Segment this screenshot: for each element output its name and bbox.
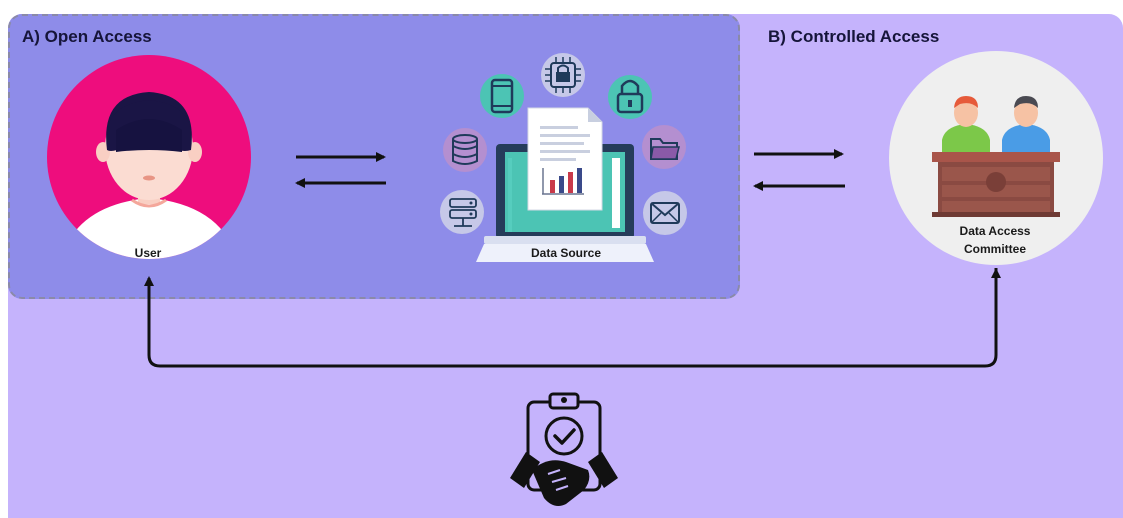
committee-panel-icon [889, 51, 1103, 265]
committee-label: Data Access Committee [930, 222, 1060, 258]
laptop-document-icon [476, 107, 654, 262]
folder-icon [642, 125, 686, 169]
committee-label-line1: Data Access [959, 224, 1031, 238]
padlock-icon [608, 75, 652, 119]
feedback-loop-arrow [144, 268, 998, 368]
user-avatar-icon [47, 55, 251, 259]
agreement-handshake-icon [510, 392, 618, 506]
user-label: User [134, 246, 162, 260]
committee-label-line2: Committee [963, 242, 1026, 256]
database-icon [443, 128, 487, 172]
server-icon [440, 190, 484, 234]
secure-chip-icon [541, 53, 585, 97]
data-source-label: Data Source [530, 246, 602, 260]
controlled-access-title: B) Controlled Access [768, 27, 940, 46]
open-access-title: A) Open Access [22, 27, 152, 46]
smartphone-icon [480, 74, 524, 118]
mail-icon [643, 191, 687, 235]
